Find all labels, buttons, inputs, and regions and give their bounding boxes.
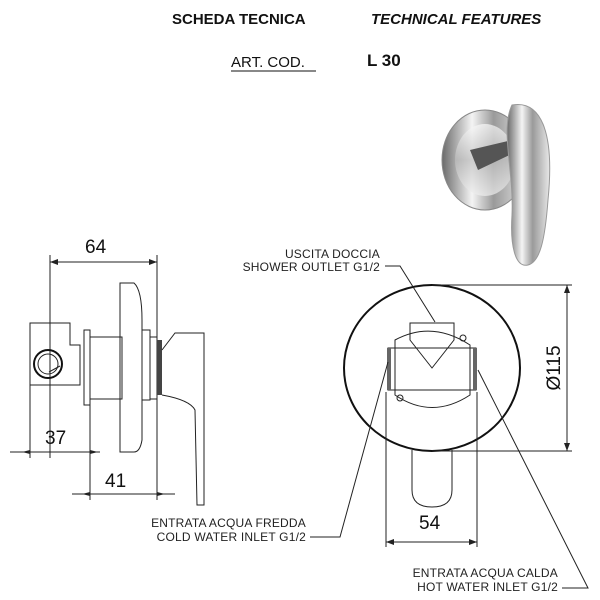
dim-37: 37 — [45, 428, 66, 449]
product-photo — [441, 103, 551, 266]
art-cod-label: ART. COD. — [231, 54, 305, 71]
dim-diameter-115: Ø115 — [544, 345, 565, 390]
side-view-drawing — [10, 255, 205, 506]
dim-64: 64 — [85, 237, 107, 258]
art-cod-value: L 30 — [367, 51, 401, 70]
label-cold-inlet-it: ENTRATA ACQUA FREDDA — [151, 516, 306, 530]
dim-54: 54 — [419, 513, 441, 534]
title-italian: SCHEDA TECNICA — [172, 11, 306, 28]
label-hot-inlet-en: HOT WATER INLET G1/2 — [417, 580, 558, 594]
front-view-drawing — [310, 265, 589, 589]
title-english: TECHNICAL FEATURES — [371, 11, 541, 28]
label-cold-inlet-en: COLD WATER INLET G1/2 — [157, 530, 306, 544]
label-hot-inlet-it: ENTRATA ACQUA CALDA — [413, 566, 558, 580]
label-shower-outlet-en: SHOWER OUTLET G1/2 — [243, 260, 381, 274]
dim-41: 41 — [105, 471, 126, 492]
label-shower-outlet-it: USCITA DOCCIA — [285, 247, 380, 261]
